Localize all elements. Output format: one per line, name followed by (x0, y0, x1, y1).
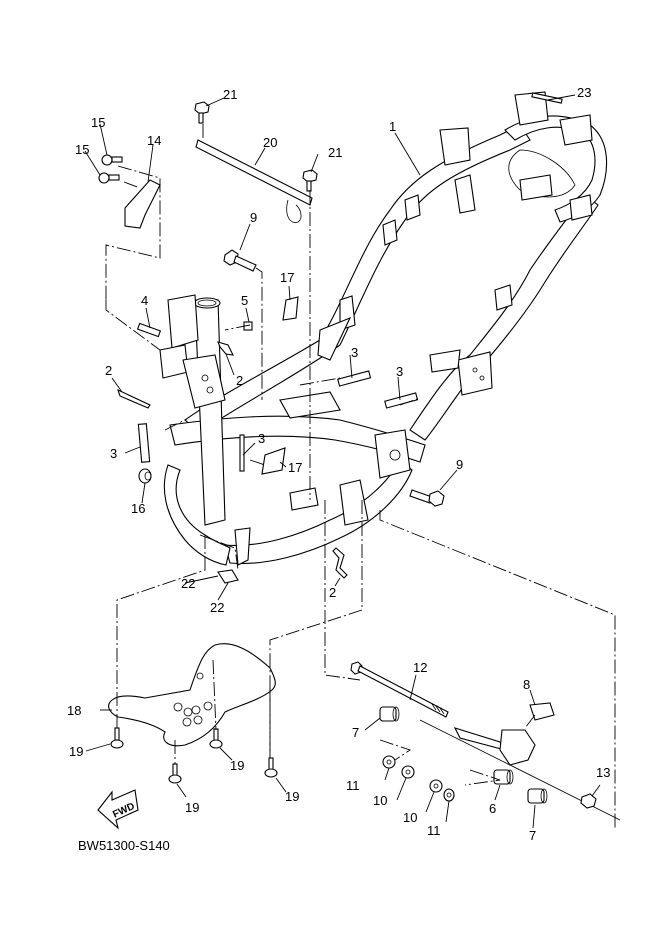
diagram-code: BW51300-S140 (78, 838, 170, 853)
callout-4[interactable]: 4 (141, 293, 148, 308)
bushing-7-left[interactable] (379, 706, 400, 722)
clip-2-right[interactable] (217, 341, 234, 356)
callout-22[interactable]: 22 (181, 576, 195, 591)
clip-2-lower[interactable] (332, 547, 348, 579)
callout-5[interactable]: 5 (241, 293, 248, 308)
callout-19[interactable]: 19 (285, 789, 299, 804)
damper-3-center[interactable] (239, 434, 245, 472)
engine-mount-bolt-12[interactable] (350, 661, 449, 718)
callout-2[interactable]: 2 (236, 373, 243, 388)
stay-20[interactable] (195, 139, 313, 223)
bolt-21-top[interactable] (194, 101, 210, 124)
callout-7[interactable]: 7 (352, 725, 359, 740)
callout-3[interactable]: 3 (351, 345, 358, 360)
callout-6[interactable]: 6 (489, 801, 496, 816)
collar-6[interactable] (493, 769, 514, 785)
callout-11[interactable]: 11 (346, 778, 360, 793)
nut-13[interactable] (580, 793, 597, 809)
damper-17-lower[interactable] (261, 447, 286, 475)
callout-23[interactable]: 23 (577, 85, 591, 100)
callout-15[interactable]: 15 (75, 142, 89, 157)
leader-lines (84, 94, 601, 829)
damper-23[interactable] (531, 92, 563, 104)
clip-2-left[interactable] (117, 388, 151, 409)
callout-9[interactable]: 9 (456, 457, 463, 472)
callout-19[interactable]: 19 (69, 744, 83, 759)
callout-19[interactable]: 19 (185, 800, 199, 815)
fwd-arrow-icon: FWD (97, 789, 139, 830)
damper-4[interactable] (136, 322, 162, 338)
callout-14[interactable]: 14 (147, 133, 161, 148)
clip-22[interactable] (217, 569, 239, 584)
callout-16[interactable]: 16 (131, 501, 145, 516)
callout-10[interactable]: 10 (373, 793, 387, 808)
callout-15[interactable]: 15 (91, 115, 105, 130)
callout-9[interactable]: 9 (250, 210, 257, 225)
callout-2[interactable]: 2 (105, 363, 112, 378)
callout-8[interactable]: 8 (523, 677, 530, 692)
callout-22[interactable]: 22 (210, 600, 224, 615)
callout-2[interactable]: 2 (329, 585, 336, 600)
footrest-plate-18[interactable] (108, 643, 276, 747)
callout-18[interactable]: 18 (67, 703, 81, 718)
callout-7[interactable]: 7 (529, 828, 536, 843)
bolt-19-a[interactable] (110, 727, 124, 749)
bolt-21-right[interactable] (302, 169, 318, 192)
assembly-lines (105, 124, 616, 830)
bolt-19-b[interactable] (168, 763, 182, 784)
callout-20[interactable]: 20 (263, 135, 277, 150)
bolt-19-d[interactable] (264, 757, 278, 778)
bushing-7-right[interactable] (527, 788, 548, 804)
bolt-15-upper[interactable] (101, 154, 123, 166)
callout-21[interactable]: 21 (328, 145, 342, 160)
callout-17[interactable]: 17 (288, 460, 302, 475)
bolt-15-lower[interactable] (98, 172, 120, 184)
callout-10[interactable]: 10 (403, 810, 417, 825)
callout-3[interactable]: 3 (258, 431, 265, 446)
bolt-19-c[interactable] (209, 728, 223, 749)
main-frame[interactable] (159, 91, 608, 566)
bracket-14[interactable] (124, 179, 161, 229)
washer-11-b[interactable] (443, 788, 455, 802)
damper-3-left[interactable] (137, 423, 151, 463)
callout-1[interactable]: 1 (389, 119, 396, 134)
callout-3[interactable]: 3 (396, 364, 403, 379)
callout-3[interactable]: 3 (110, 446, 117, 461)
grommet-16[interactable] (138, 468, 152, 484)
callout-labels: 1 2 2 2 3 3 3 3 4 5 6 7 7 8 9 9 10 10 11… (67, 85, 610, 843)
damper-8[interactable] (529, 702, 555, 721)
callout-13[interactable]: 13 (596, 765, 610, 780)
damper-17-upper[interactable] (282, 296, 299, 321)
damper-3-mid[interactable] (337, 370, 372, 387)
bolt-9-left[interactable] (223, 249, 257, 272)
callout-17[interactable]: 17 (280, 270, 294, 285)
nut-10-b[interactable] (429, 779, 443, 793)
nut-10-a[interactable] (401, 765, 415, 779)
callout-11[interactable]: 11 (427, 823, 441, 838)
callout-12[interactable]: 12 (413, 660, 427, 675)
callout-21[interactable]: 21 (223, 87, 237, 102)
callout-19[interactable]: 19 (230, 758, 244, 773)
washer-11-a[interactable] (382, 755, 396, 769)
bolt-9-right[interactable] (409, 489, 445, 507)
